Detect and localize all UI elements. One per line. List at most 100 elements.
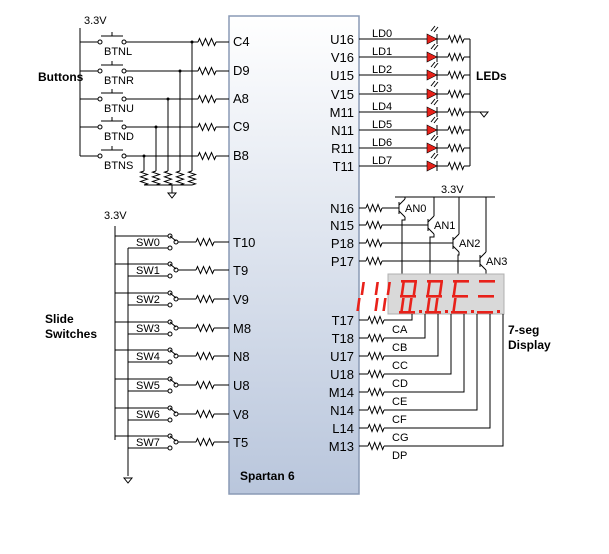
segment-e (408, 298, 413, 311)
resistor-icon (447, 70, 465, 80)
transistor-icon (479, 251, 487, 259)
segment-a (401, 280, 417, 283)
button-pin-label: C9 (233, 119, 250, 134)
transistor-icon (452, 233, 460, 241)
led-emission-arrow-icon (430, 152, 436, 159)
resistor-icon (195, 265, 215, 275)
segment-pin-label: M13 (329, 439, 354, 454)
segment-a (479, 280, 495, 283)
resistor-icon (162, 170, 174, 186)
resistor-icon (367, 369, 385, 379)
led-label: LD2 (372, 64, 392, 76)
segment-pin-label: T17 (332, 313, 354, 328)
resistor-icon (150, 170, 162, 186)
led-icon (426, 124, 438, 136)
supply-label-switches: 3.3V (104, 210, 127, 222)
segment-pin-label: N14 (330, 403, 354, 418)
switch-contact-icon (167, 233, 173, 239)
slide-switch-icon (169, 292, 177, 299)
segment-a (427, 280, 443, 283)
resistor-icon (447, 125, 465, 135)
segment-label: CB (392, 342, 407, 354)
switch-pin-label: T5 (233, 435, 248, 450)
button-contact-icon (121, 153, 127, 159)
switch-label: SW0 (136, 237, 160, 249)
led-emission-arrow-icon (433, 135, 439, 142)
supply-label-display: 3.3V (441, 184, 464, 196)
chip-label: Spartan 6 (240, 469, 295, 483)
segment-d (399, 311, 415, 314)
switch-contact-icon (167, 302, 173, 308)
segment-wire (384, 314, 413, 321)
button-contact-icon (121, 68, 127, 74)
led-pin-label: V15 (331, 87, 354, 102)
segment-e (382, 298, 387, 311)
segment-c (452, 298, 457, 311)
resistor-icon (447, 34, 465, 44)
switch-label: SW3 (136, 323, 160, 335)
resistor-icon (195, 237, 215, 247)
led-label: LD6 (372, 137, 392, 149)
switch-contact-icon (167, 405, 173, 411)
resistor-icon (367, 351, 385, 361)
resistor-icon (447, 143, 465, 153)
led-pin-label: U16 (330, 32, 354, 47)
resistor-icon (365, 220, 383, 230)
led-emission-arrow-icon (430, 98, 436, 105)
switch-pin-label: M8 (233, 321, 251, 336)
slide-switch-icon (169, 407, 177, 414)
resistor-icon (197, 94, 217, 104)
led-emission-arrow-icon (433, 26, 439, 33)
segment-c (426, 298, 431, 311)
led-pin-label: V16 (331, 50, 354, 65)
led-emission-arrow-icon (430, 43, 436, 50)
segment-wire (384, 314, 465, 393)
segment-wire (384, 314, 439, 357)
switch-contact-icon (167, 273, 173, 279)
anode-display-wire (429, 234, 435, 274)
led-emission-arrow-icon (430, 116, 436, 123)
switch-label: SW7 (136, 437, 160, 449)
segment-a (453, 280, 469, 283)
resistor-icon (195, 437, 215, 447)
segment-label: CF (392, 414, 407, 426)
slide-switch-icon (169, 349, 177, 356)
button-pin-label: B8 (233, 148, 249, 163)
button-label: BTNL (104, 46, 132, 58)
resistor-icon (367, 315, 385, 325)
segment-d (477, 311, 493, 314)
switch-contact-icon (167, 376, 173, 382)
ground-icon (166, 192, 178, 199)
switch-contact-icon (167, 359, 173, 365)
fpga-chip (228, 15, 360, 495)
digit-0 (356, 280, 422, 314)
switch-contact-icon (167, 290, 173, 296)
anode-pin-label: N16 (330, 201, 354, 216)
segment-label: CE (392, 396, 407, 408)
resistor-icon (447, 89, 465, 99)
resistor-icon (195, 409, 215, 419)
slide-switch-icon (169, 378, 177, 385)
led-emission-arrow-icon (430, 80, 436, 87)
segment-d (451, 311, 467, 314)
resistor-icon (365, 203, 383, 213)
button-label: BTND (104, 131, 134, 143)
seven-segment-display (356, 273, 505, 315)
section-label-buttons: Buttons (38, 70, 84, 84)
button-label: BTNU (104, 103, 134, 115)
segment-g (400, 295, 416, 298)
anode-label: AN1 (434, 220, 455, 232)
switch-label: SW1 (136, 265, 160, 277)
switch-pin-label: T9 (233, 263, 248, 278)
segment-wire (384, 314, 504, 447)
anode-pin-label: P17 (331, 254, 354, 269)
supply-label-buttons: 3.3V (84, 15, 107, 27)
segment-wire (384, 314, 426, 339)
led-icon (426, 69, 438, 81)
segment-label: CC (392, 360, 408, 372)
led-emission-arrow-icon (433, 153, 439, 160)
segment-f (360, 282, 365, 295)
